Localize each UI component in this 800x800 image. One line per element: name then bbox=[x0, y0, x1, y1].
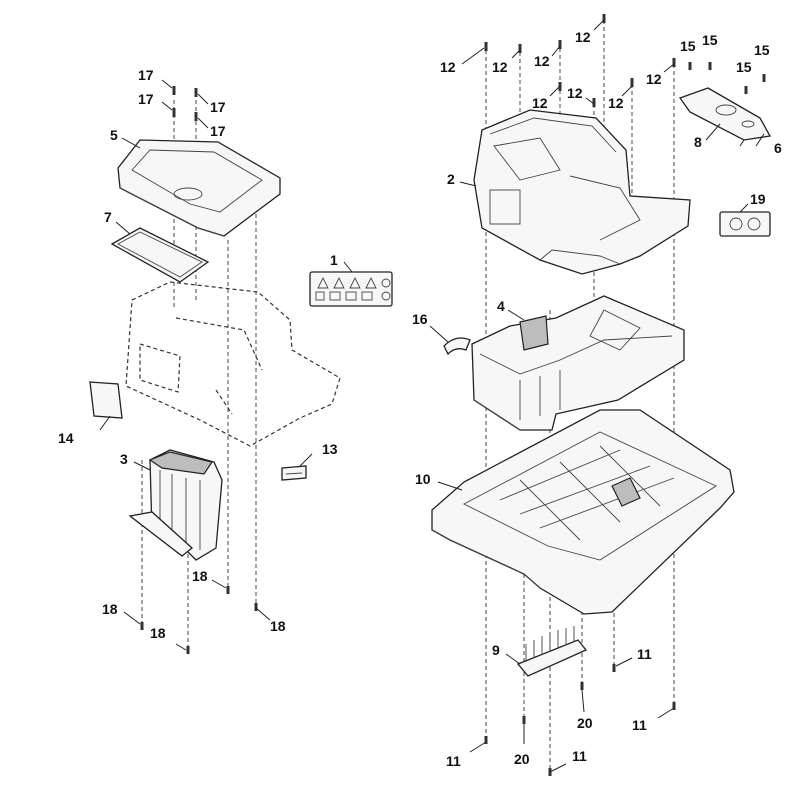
callout-12: 12 bbox=[575, 29, 591, 45]
callout-9: 9 bbox=[492, 642, 500, 658]
part-5-top-lid bbox=[117, 139, 281, 237]
callout-12: 12 bbox=[646, 71, 662, 87]
callout-8: 8 bbox=[694, 134, 702, 150]
callout-15: 15 bbox=[736, 59, 752, 75]
part-13-small-label bbox=[281, 465, 307, 481]
callout-4: 4 bbox=[497, 298, 505, 314]
part-9-filter-comb bbox=[516, 626, 588, 677]
callout-12: 12 bbox=[532, 95, 548, 111]
callout-18: 18 bbox=[192, 568, 208, 584]
callout-17: 17 bbox=[210, 99, 226, 115]
callout-12: 12 bbox=[534, 53, 550, 69]
ghost-housing bbox=[125, 281, 341, 447]
part-14-label-sheet bbox=[89, 381, 123, 419]
part-3-basket bbox=[128, 449, 223, 561]
callout-17: 17 bbox=[138, 67, 154, 83]
callout-12: 12 bbox=[608, 95, 624, 111]
callout-12: 12 bbox=[440, 59, 456, 75]
callout-11: 11 bbox=[632, 717, 647, 733]
callout-11: 11 bbox=[637, 646, 652, 662]
callout-14: 14 bbox=[58, 430, 74, 446]
callout-labels: 1 2 3 4 5 6 7 8 9 10 11 11 11 11 12 12 1… bbox=[58, 29, 782, 769]
callout-1: 1 bbox=[330, 252, 338, 268]
part-10-base-tray bbox=[431, 409, 735, 615]
callout-11: 11 bbox=[572, 748, 587, 764]
callout-11: 11 bbox=[446, 753, 461, 769]
callout-2: 2 bbox=[447, 171, 455, 187]
part-16-curved-clip bbox=[443, 337, 471, 356]
callout-7: 7 bbox=[104, 209, 112, 225]
callout-5: 5 bbox=[110, 127, 118, 143]
callout-17: 17 bbox=[138, 91, 154, 107]
callout-15: 15 bbox=[702, 32, 718, 48]
callout-15: 15 bbox=[754, 42, 770, 58]
callout-15: 15 bbox=[680, 38, 696, 54]
callout-18: 18 bbox=[270, 618, 286, 634]
callout-16: 16 bbox=[412, 311, 428, 327]
part-19-switch-plate bbox=[719, 211, 771, 237]
callout-10: 10 bbox=[415, 471, 431, 487]
callout-13: 13 bbox=[322, 441, 338, 457]
leader-lines bbox=[99, 19, 765, 773]
callout-18: 18 bbox=[102, 601, 118, 617]
callout-17: 17 bbox=[210, 123, 226, 139]
callout-20: 20 bbox=[514, 751, 530, 767]
callout-3: 3 bbox=[120, 451, 128, 467]
part-1-warning-decal bbox=[309, 271, 393, 307]
callout-6: 6 bbox=[774, 140, 782, 156]
callout-19: 19 bbox=[750, 191, 766, 207]
part-8-bracket bbox=[678, 87, 772, 147]
part-7-seal-frame bbox=[110, 227, 210, 283]
part-2-main-housing bbox=[473, 109, 691, 275]
callout-18: 18 bbox=[150, 625, 166, 641]
part-4-inner-frame bbox=[471, 295, 685, 431]
callout-12: 12 bbox=[492, 59, 508, 75]
left-screws bbox=[140, 86, 258, 654]
callout-20: 20 bbox=[577, 715, 593, 731]
callout-12: 12 bbox=[567, 85, 583, 101]
